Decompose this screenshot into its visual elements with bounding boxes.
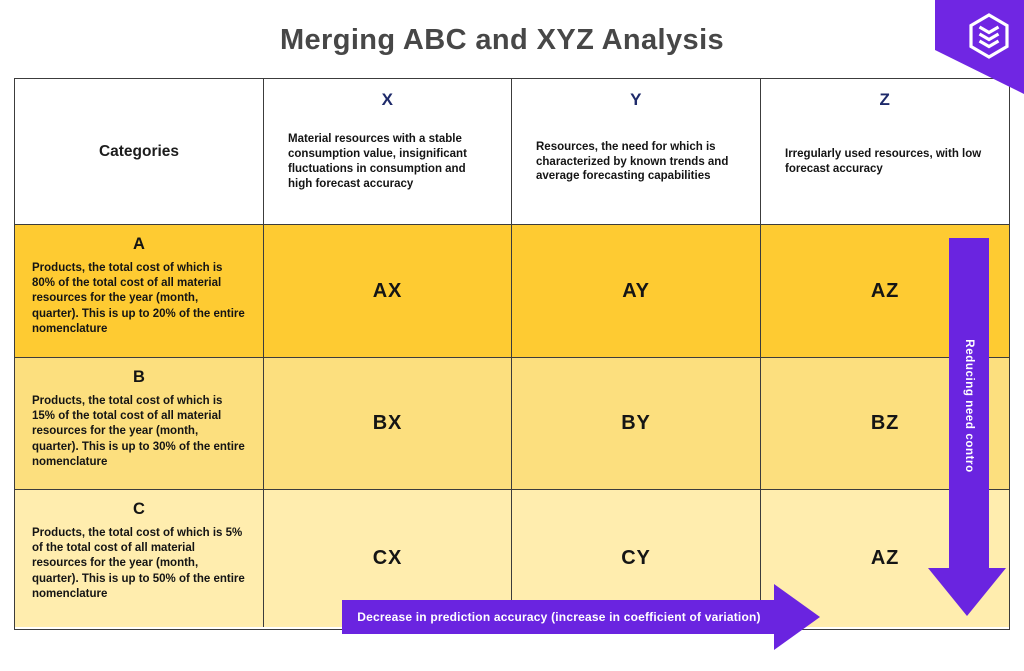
column-header-z: Z Irregularly used resources, with low f… [761, 79, 1009, 225]
column-description-y: Resources, the need for which is charact… [536, 140, 729, 183]
page-title: Merging ABC and XYZ Analysis [279, 24, 725, 56]
layers-cube-icon [969, 13, 1009, 59]
column-letter-x: X [381, 90, 394, 109]
row-letter-a: A [133, 235, 145, 253]
categories-header-cell: Categories [15, 79, 264, 225]
row-description-c: Products, the total cost of which is 5% … [32, 527, 245, 600]
column-header-y: Y Resources, the need for which is chara… [512, 79, 761, 225]
column-description-x: Material resources with a stable consump… [288, 133, 467, 190]
row-letter-b: B [133, 368, 145, 386]
cell-bz-label: BZ [870, 412, 900, 434]
row-description-a: Products, the total cost of which is 80%… [32, 262, 245, 335]
arrow-head-down-icon [928, 568, 1006, 616]
cell-ax: AX [264, 225, 512, 358]
row-header-a: A Products, the total cost of which is 8… [15, 225, 264, 358]
logo-badge-shape [935, 0, 1024, 94]
row-letter-c: C [133, 500, 145, 518]
reducing-need-arrow: Reducing need contro [928, 238, 1006, 616]
prediction-accuracy-arrow: Decrease in prediction accuracy (increas… [342, 584, 820, 650]
cell-ay: AY [512, 225, 761, 358]
row-header-b: B Products, the total cost of which is 1… [15, 358, 264, 490]
column-letter-y: Y [630, 90, 642, 109]
abc-xyz-matrix: Categories X Material resources with a s… [14, 78, 1010, 630]
prediction-accuracy-arrow-label: Decrease in prediction accuracy (increas… [357, 610, 760, 624]
column-header-x: X Material resources with a stable consu… [264, 79, 512, 225]
arrow-head-right-icon [774, 584, 820, 650]
brand-logo [935, 0, 1024, 94]
row-header-c: C Products, the total cost of which is 5… [15, 490, 264, 627]
row-description-b: Products, the total cost of which is 15%… [32, 395, 245, 468]
cell-ax-label: AX [372, 279, 403, 302]
cell-bx: BX [264, 358, 512, 490]
cell-bx-label: BX [372, 412, 403, 434]
cell-cy-label: CY [621, 547, 651, 569]
cell-by: BY [512, 358, 761, 490]
cell-ay-label: AY [622, 279, 650, 302]
categories-header-label: Categories [98, 142, 180, 160]
arrow-shaft [342, 600, 774, 634]
column-description-z: Irregularly used resources, with low for… [785, 148, 982, 175]
cell-az-label: AZ [870, 279, 900, 302]
cell-cz-label: AZ [870, 547, 900, 569]
reducing-need-arrow-label: Reducing need contro [963, 339, 975, 472]
cell-by-label: BY [621, 412, 651, 434]
column-letter-z: Z [879, 90, 891, 109]
arrow-shaft [949, 238, 989, 569]
cell-cx-label: CX [372, 547, 403, 569]
